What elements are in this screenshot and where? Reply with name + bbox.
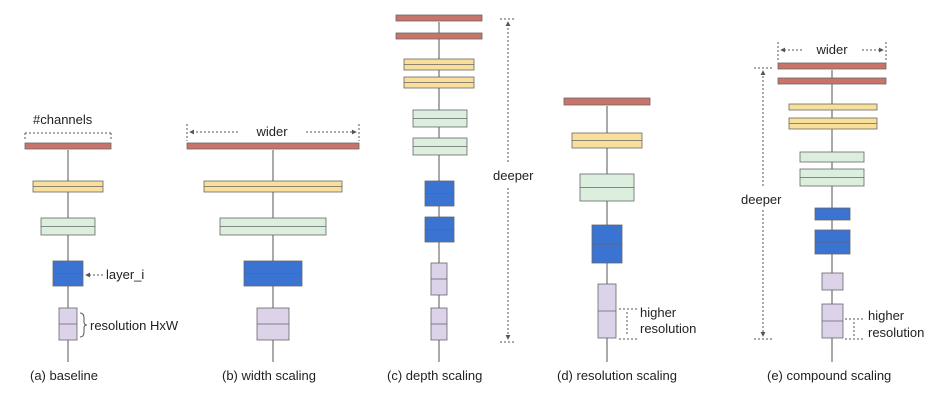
- block-blue: [424, 180, 455, 207]
- deeper-label: deeper: [493, 168, 534, 183]
- res-label-line2: resolution: [868, 325, 924, 340]
- caption-e: (e) compound scaling: [767, 368, 891, 383]
- block-yellow: [571, 132, 643, 149]
- block-yellow: [788, 117, 878, 130]
- block-lavender: [430, 307, 448, 341]
- block-green: [412, 109, 468, 128]
- block-red: [395, 14, 483, 22]
- block-green: [412, 137, 468, 156]
- block-red: [777, 77, 887, 85]
- block-green: [799, 151, 865, 163]
- block-blue: [243, 260, 303, 287]
- res-label-line2: resolution: [640, 321, 696, 336]
- block-yellow: [403, 58, 475, 71]
- res-label-line1: higher: [868, 308, 905, 323]
- panel-a-baseline: #channels layer_i resolution HxW (a) bas…: [24, 112, 179, 383]
- block-blue: [814, 207, 851, 221]
- block-red: [563, 97, 651, 106]
- block-lavender: [821, 303, 844, 339]
- block-blue: [591, 224, 623, 264]
- panel-d-resolution-scaling: higher resolution (d) resolution scaling: [557, 97, 696, 383]
- res-label-line1: higher: [640, 305, 677, 320]
- block-blue: [424, 216, 455, 243]
- block-red: [777, 62, 887, 70]
- panel-b-width-scaling: wider (b) width scaling: [186, 124, 360, 383]
- block-green: [219, 217, 327, 236]
- layer-label: layer_i: [106, 267, 144, 282]
- resolution-brace: [79, 312, 88, 338]
- block-lavender: [256, 307, 290, 341]
- block-red: [24, 142, 112, 150]
- block-lavender: [430, 262, 448, 296]
- block-yellow: [203, 180, 343, 193]
- wider-label: wider: [255, 124, 288, 139]
- block-blue: [52, 260, 84, 287]
- block-green: [40, 217, 96, 236]
- block-lavender: [58, 307, 78, 341]
- caption-d: (d) resolution scaling: [557, 368, 677, 383]
- block-yellow: [403, 76, 475, 89]
- block-red: [186, 142, 360, 150]
- caption-b: (b) width scaling: [222, 368, 316, 383]
- caption-a: (a) baseline: [30, 368, 98, 383]
- wider-label: wider: [815, 42, 848, 57]
- panel-c-depth-scaling: deeper (c) depth scaling: [387, 14, 534, 383]
- block-blue: [814, 229, 851, 255]
- channels-label: #channels: [33, 112, 93, 127]
- caption-c: (c) depth scaling: [387, 368, 482, 383]
- block-lavender: [821, 272, 844, 291]
- resolution-label: resolution HxW: [90, 318, 179, 333]
- block-yellow: [788, 103, 878, 111]
- panel-e-compound-scaling: wider deeper higher resolution (e) compo…: [741, 42, 924, 383]
- block-lavender: [597, 283, 617, 339]
- deeper-label: deeper: [741, 192, 782, 207]
- block-yellow: [32, 180, 104, 193]
- block-green: [799, 168, 865, 187]
- block-green: [579, 173, 635, 202]
- block-red: [395, 32, 483, 40]
